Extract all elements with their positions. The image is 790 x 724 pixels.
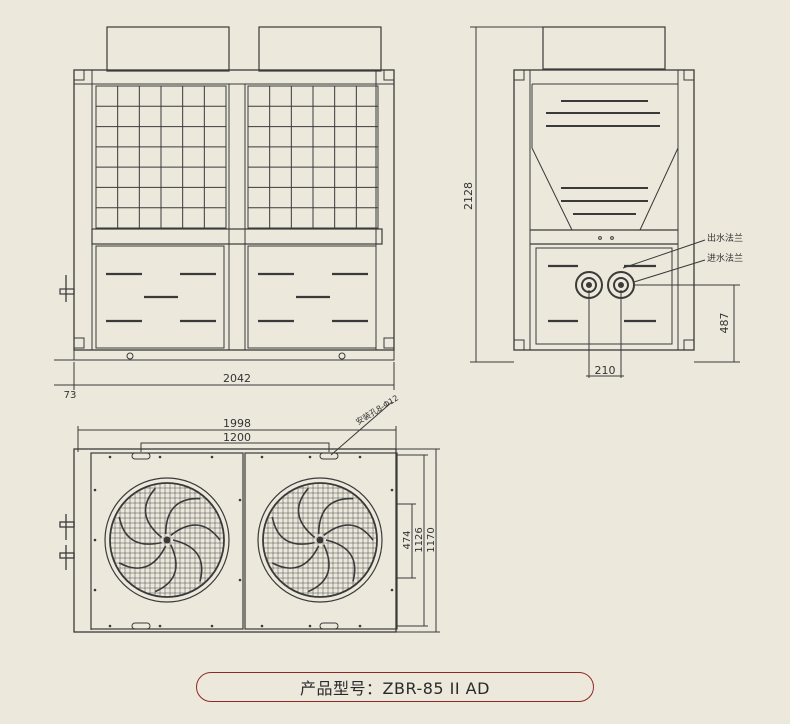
side-view: 出水法兰 进水法兰 2128 487 210 bbox=[462, 26, 743, 378]
fan-right bbox=[257, 477, 383, 603]
dim-474: 474 bbox=[402, 530, 413, 549]
side-vents bbox=[546, 100, 660, 215]
model-caption-text: 产品型号：ZBR-85 II AD bbox=[300, 679, 490, 698]
front-width-dimension: 2042 bbox=[223, 372, 251, 385]
fan-left bbox=[104, 477, 230, 603]
mount-width-dimension: 1200 bbox=[223, 431, 251, 444]
model-caption: 产品型号：ZBR-85 II AD bbox=[196, 672, 594, 702]
panel-louvers bbox=[106, 272, 368, 323]
edge-bolts bbox=[93, 455, 394, 628]
pipe-height-dimension: 487 bbox=[718, 313, 731, 334]
front-base-dimension: 73 bbox=[64, 390, 77, 401]
coil-grille-left bbox=[96, 86, 226, 228]
side-height-dimension: 2128 bbox=[462, 182, 475, 210]
top-side-pipes bbox=[59, 514, 75, 570]
pipe-spacing-dimension: 210 bbox=[595, 364, 616, 377]
dim-1170: 1170 bbox=[426, 527, 437, 552]
coil-grille-right bbox=[248, 86, 378, 228]
mount-hole-label: 安装孔8-Φ12 bbox=[354, 393, 400, 427]
side-lower-louvers bbox=[548, 264, 656, 323]
mount-slots bbox=[131, 452, 339, 630]
top-width-dimension: 1998 bbox=[223, 417, 251, 430]
dim-1126: 1126 bbox=[414, 527, 425, 552]
inlet-flange-label: 进水法兰 bbox=[707, 252, 743, 264]
top-view: 1998 1200 安装孔8-Φ12 bbox=[59, 393, 440, 633]
outlet-flange-label: 出水法兰 bbox=[707, 232, 743, 244]
front-view: 2042 73 bbox=[54, 26, 395, 401]
